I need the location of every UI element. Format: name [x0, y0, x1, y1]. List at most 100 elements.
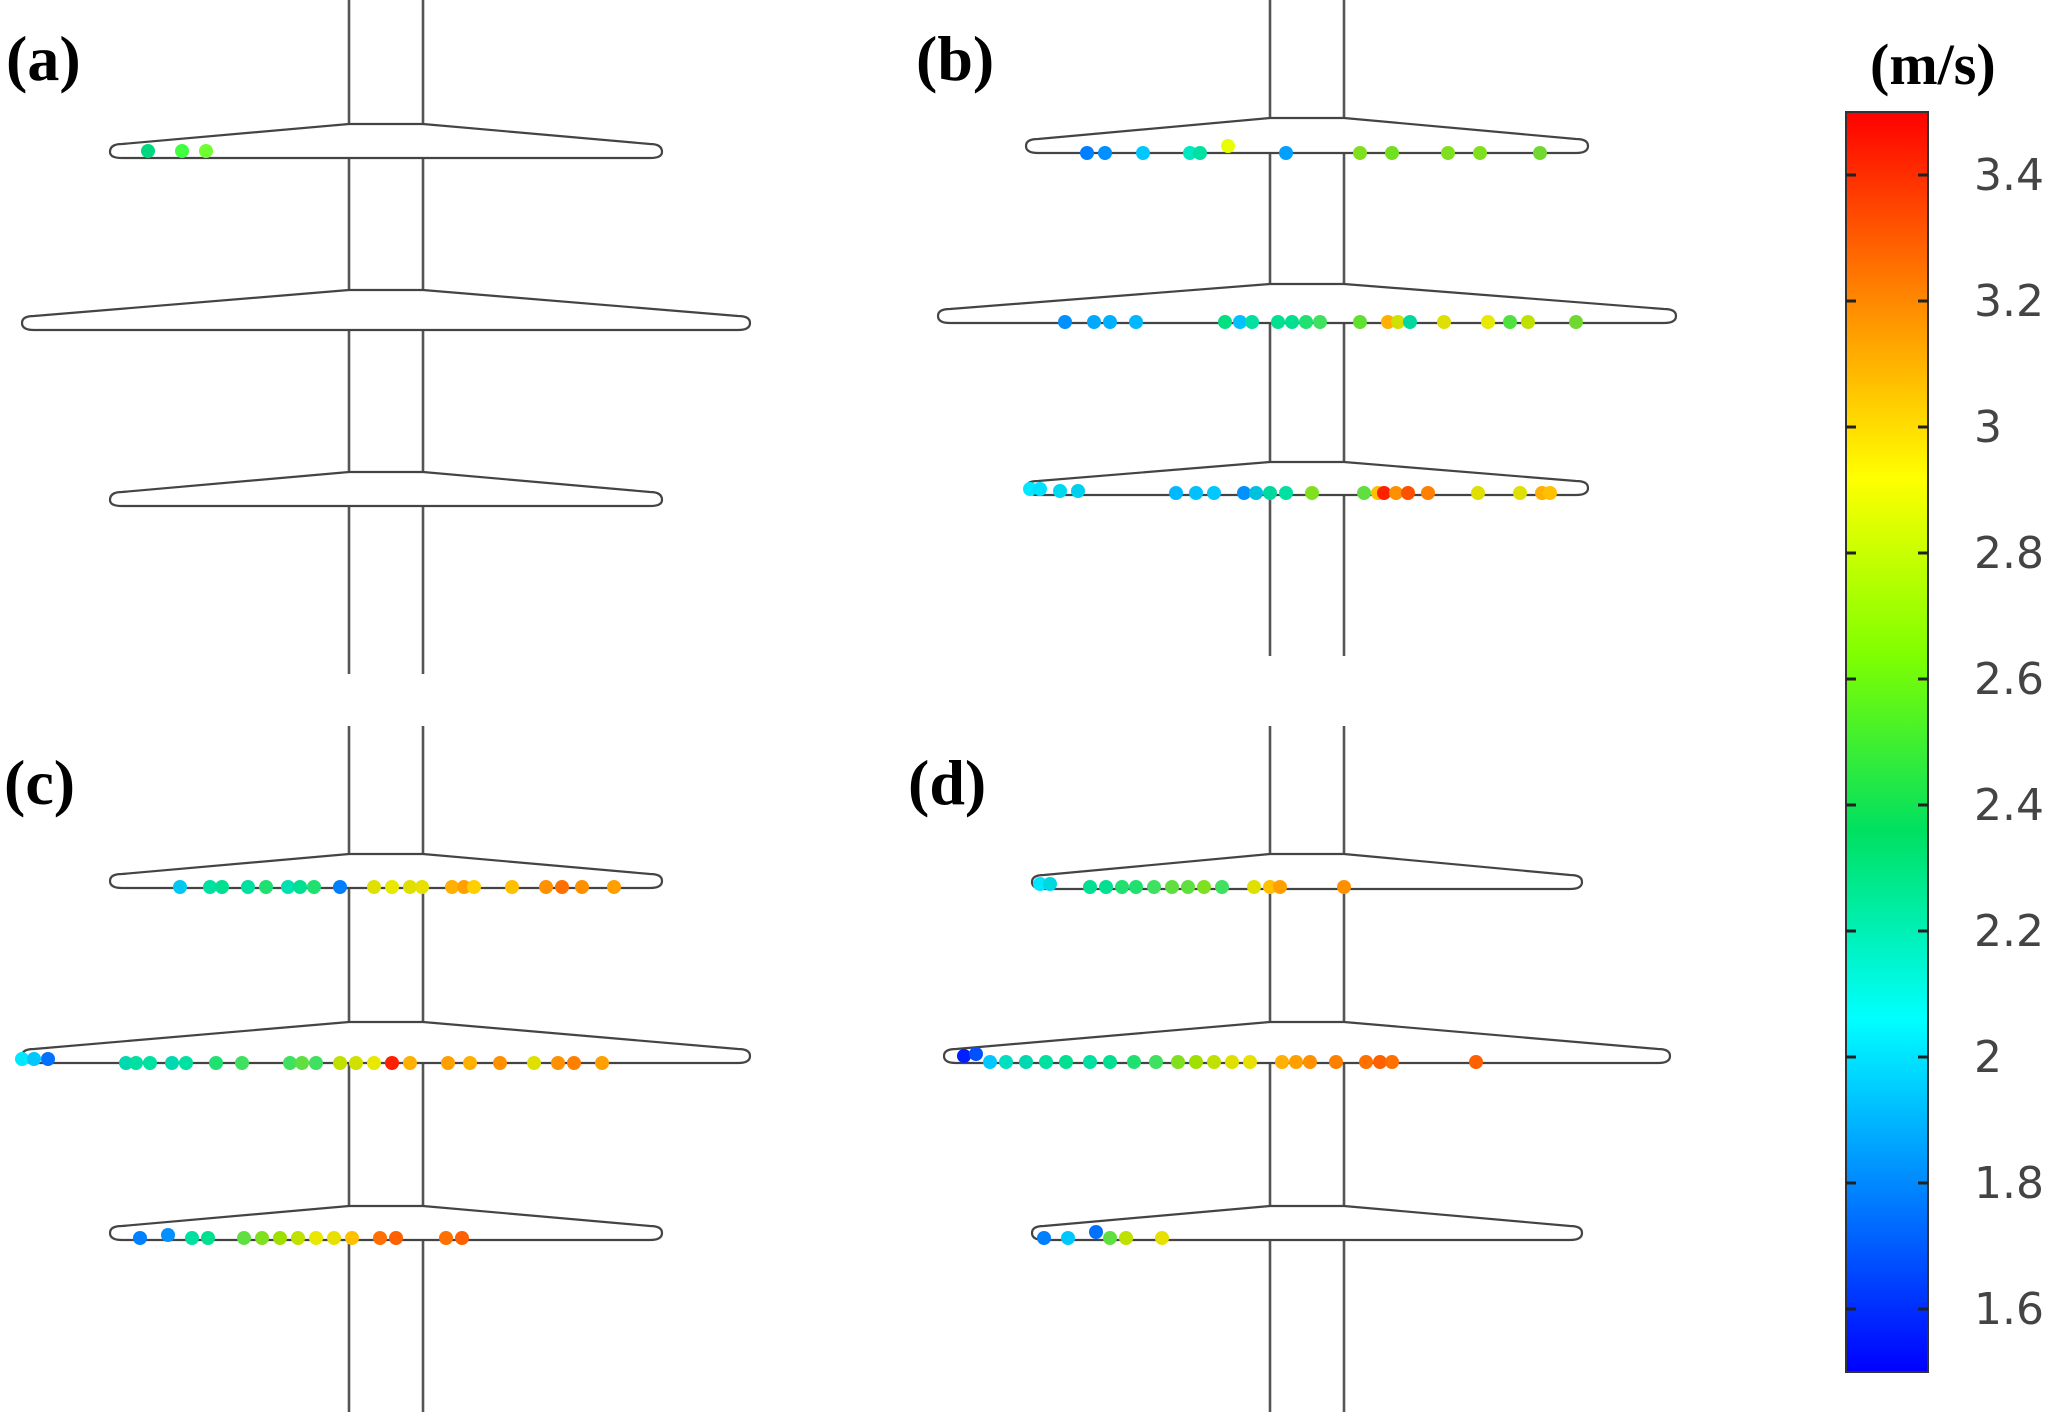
particle	[1513, 486, 1527, 500]
shed-middle	[20, 288, 752, 332]
particle	[445, 880, 459, 894]
particle	[15, 1052, 29, 1066]
particle	[1147, 880, 1161, 894]
particle	[1129, 880, 1143, 894]
particle	[1289, 1055, 1303, 1069]
particle	[1299, 315, 1313, 329]
particle	[119, 1056, 133, 1070]
particle	[415, 880, 429, 894]
particle	[327, 1231, 341, 1245]
particle	[309, 1056, 323, 1070]
particle	[333, 880, 347, 894]
colorbar-tick-label: 2.4	[1974, 780, 2044, 831]
particle	[1080, 146, 1094, 160]
particle	[1421, 486, 1435, 500]
particle	[1353, 315, 1367, 329]
colorbar-tick-label: 1.8	[1974, 1158, 2044, 1209]
shed-middle	[20, 1020, 752, 1065]
colorbar-tick-label: 2.2	[1974, 906, 2044, 957]
particle	[1381, 315, 1395, 329]
panel-label-a: (a)	[6, 23, 81, 94]
colorbar-tick-label: 1.6	[1974, 1284, 2044, 1335]
shed-middle	[942, 1020, 1672, 1065]
particle	[1357, 486, 1371, 500]
particle	[185, 1231, 199, 1245]
particle	[389, 1231, 403, 1245]
particle	[1359, 1055, 1373, 1069]
particle	[1313, 315, 1327, 329]
particle	[1207, 486, 1221, 500]
particle	[1473, 146, 1487, 160]
particle	[1385, 146, 1399, 160]
particle	[1058, 315, 1072, 329]
particles	[15, 880, 621, 1245]
particle	[457, 880, 471, 894]
particle	[1233, 315, 1247, 329]
particle	[567, 1056, 581, 1070]
particle	[403, 1056, 417, 1070]
particle	[983, 1055, 997, 1069]
particle	[1043, 877, 1057, 891]
particle	[1033, 877, 1047, 891]
particle	[1237, 486, 1251, 500]
particle	[1225, 1055, 1239, 1069]
particle	[133, 1231, 147, 1245]
shed-top	[1024, 116, 1590, 155]
particle	[1481, 315, 1495, 329]
particle	[467, 880, 481, 894]
shed-top	[108, 122, 664, 160]
colorbar-tick-label: 2	[1974, 1032, 2002, 1083]
shed-bottom	[108, 470, 664, 508]
particle	[215, 880, 229, 894]
particle	[1247, 880, 1261, 894]
particle	[1305, 486, 1319, 500]
particle	[527, 1056, 541, 1070]
particle	[1245, 315, 1259, 329]
particle	[1389, 486, 1403, 500]
particle	[1083, 1055, 1097, 1069]
particle	[295, 1056, 309, 1070]
particle	[345, 1231, 359, 1245]
particle	[1503, 315, 1517, 329]
particle	[1329, 1055, 1343, 1069]
particle	[291, 1231, 305, 1245]
particle	[1103, 1055, 1117, 1069]
particle	[1279, 146, 1293, 160]
particle	[1037, 1231, 1051, 1245]
particle	[555, 880, 569, 894]
particle	[1171, 1055, 1185, 1069]
particle	[575, 880, 589, 894]
particle	[1391, 315, 1405, 329]
particle	[1263, 880, 1277, 894]
particle	[595, 1056, 609, 1070]
particle	[1098, 146, 1112, 160]
particle	[1149, 1055, 1163, 1069]
particle	[259, 880, 273, 894]
particle	[1115, 880, 1129, 894]
particle	[1441, 146, 1455, 160]
particle	[1039, 1055, 1053, 1069]
particle	[1569, 315, 1583, 329]
particle	[1263, 486, 1277, 500]
particle	[209, 1056, 223, 1070]
particle	[1249, 486, 1263, 500]
particle	[957, 1049, 971, 1063]
colorbar-unit: (m/s)	[1870, 32, 1996, 97]
particle	[241, 880, 255, 894]
particle	[307, 880, 321, 894]
particle	[1279, 486, 1293, 500]
particle	[1127, 1055, 1141, 1069]
particle	[309, 1231, 323, 1245]
particle	[1303, 1055, 1317, 1069]
particle	[1353, 146, 1367, 160]
panel-label-b: (b)	[916, 23, 994, 94]
particle	[1221, 139, 1235, 153]
particle	[969, 1047, 983, 1061]
particle	[165, 1056, 179, 1070]
shed-bottom	[108, 1204, 664, 1242]
particle	[373, 1231, 387, 1245]
colorbar-tick-label: 2.6	[1974, 654, 2044, 705]
particle	[1023, 482, 1037, 496]
particle	[1471, 486, 1485, 500]
